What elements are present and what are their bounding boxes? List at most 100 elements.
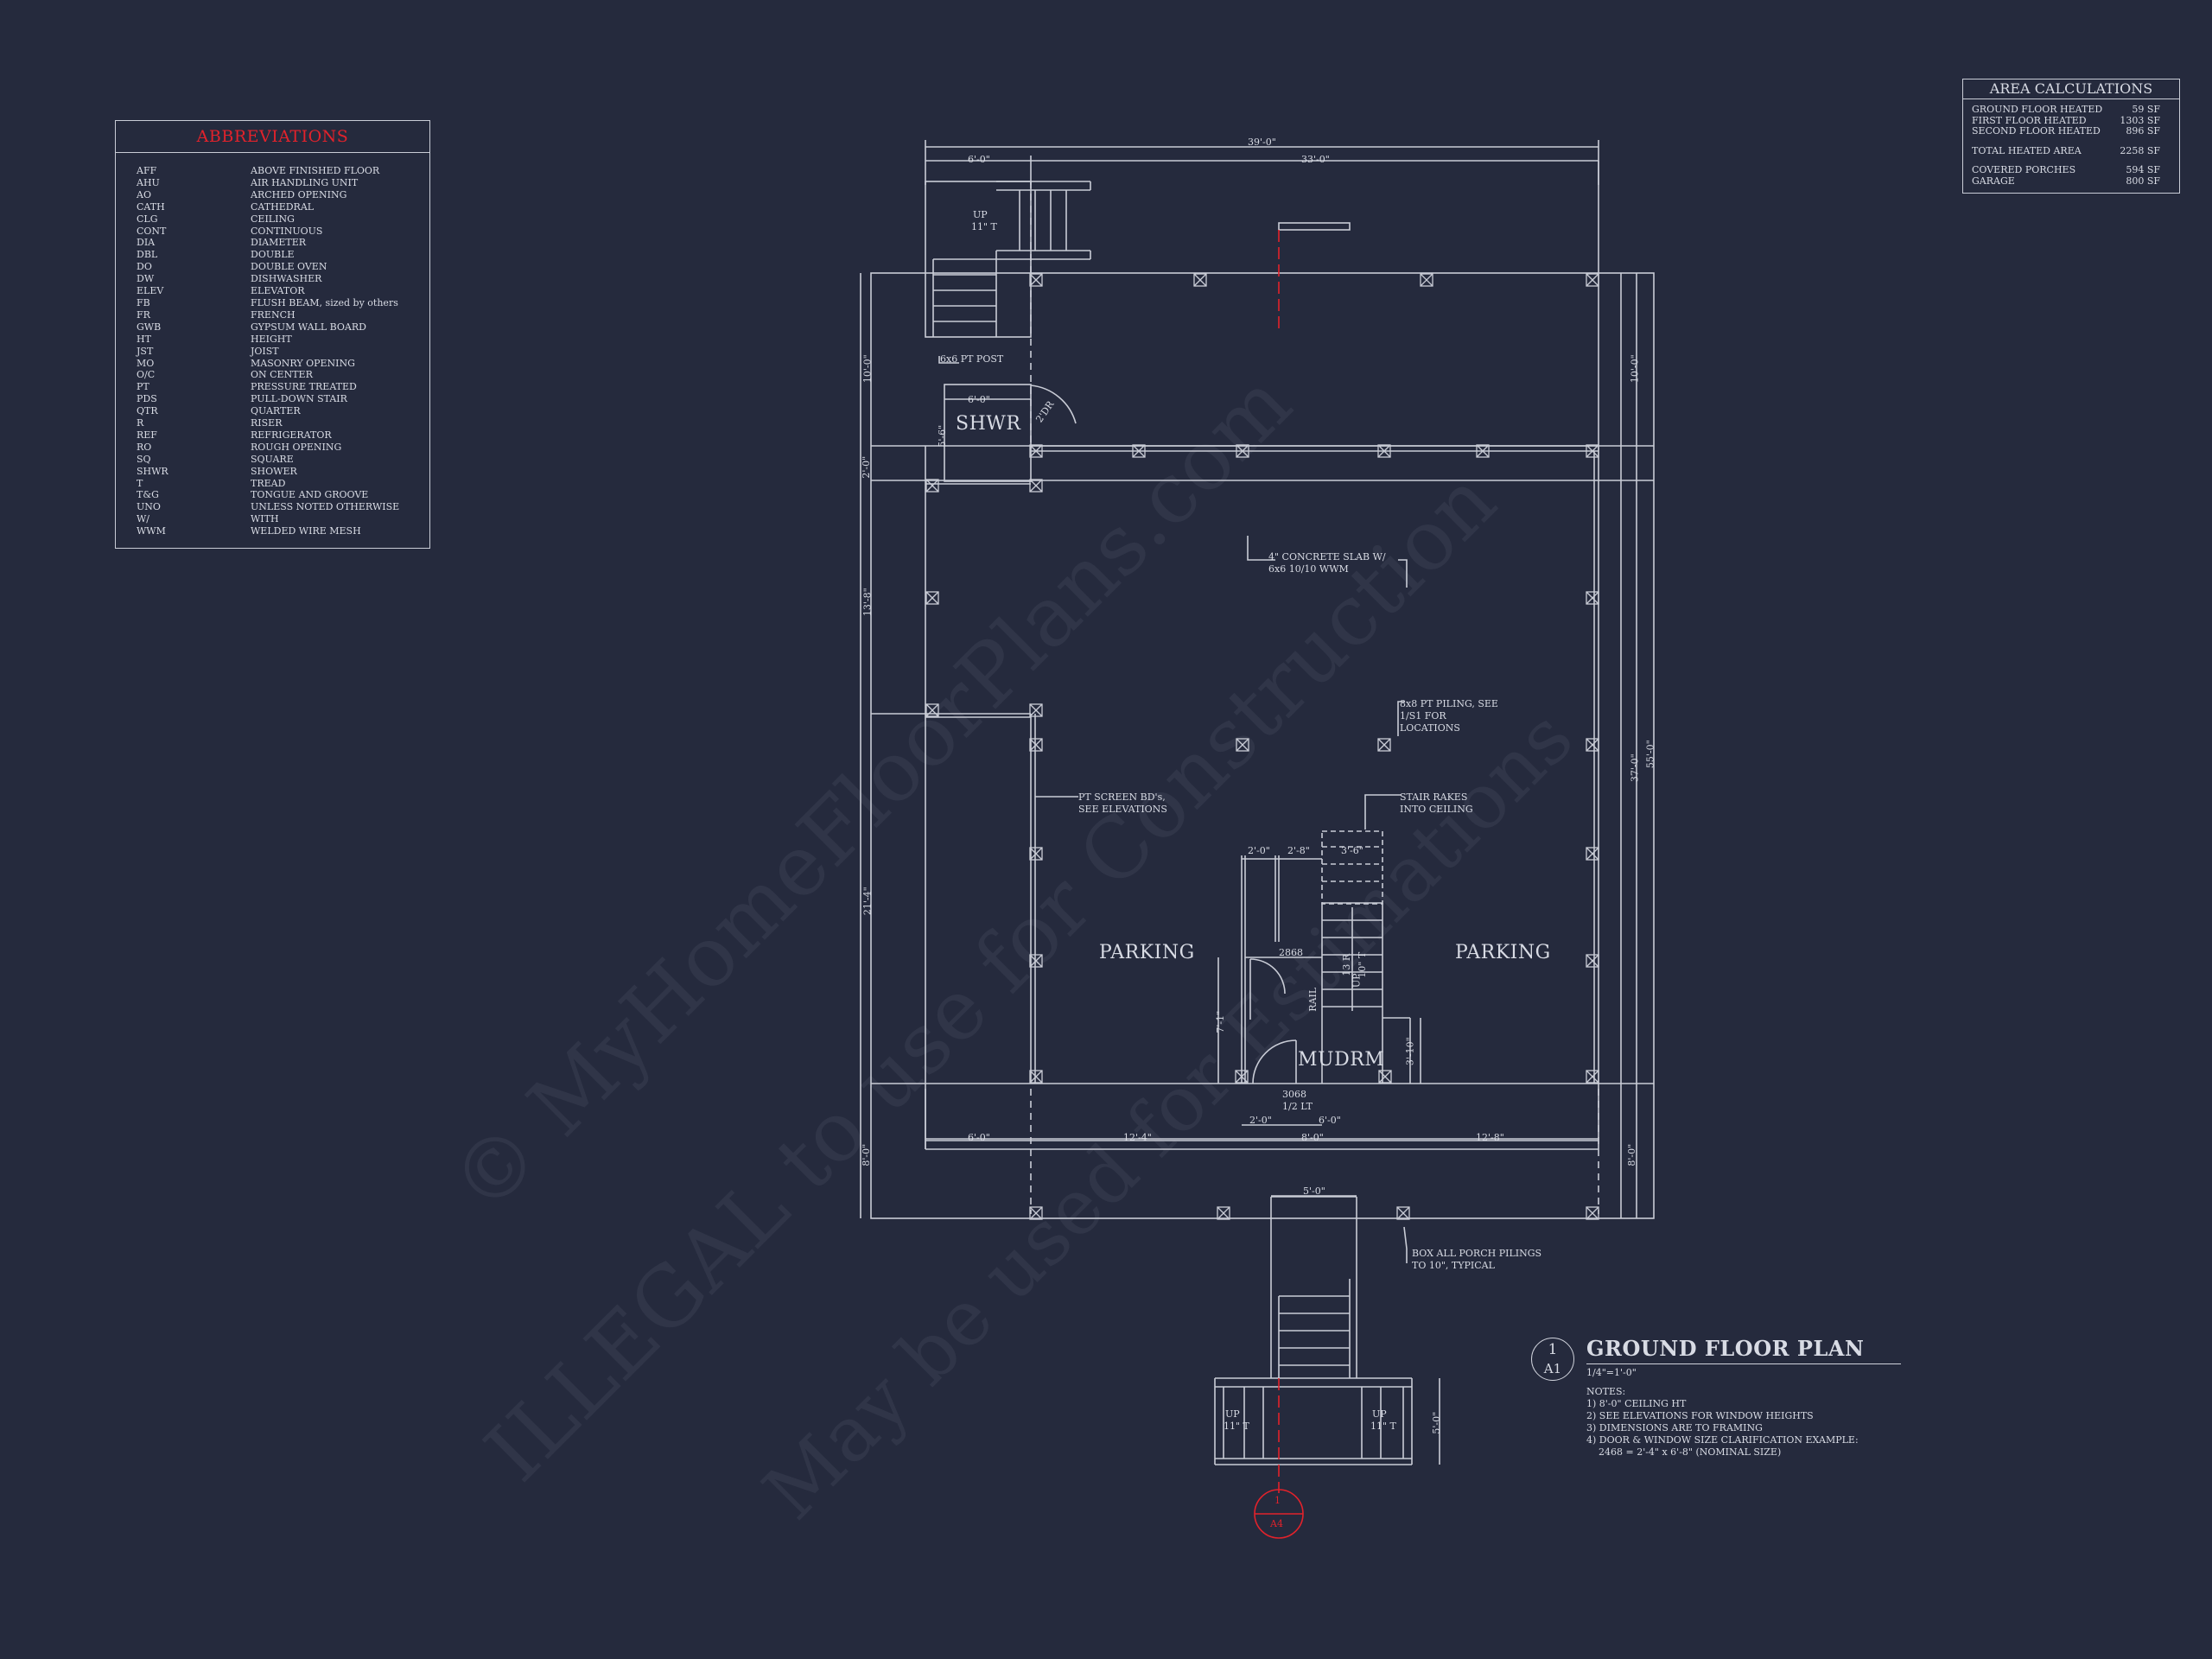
abbreviation-code: R — [137, 417, 144, 429]
abbreviation-code: DW — [137, 273, 155, 285]
dim-mud-height: 7'-1" — [1215, 1010, 1227, 1033]
abbreviation-code: T&G — [137, 489, 159, 501]
note-entry-up-left: UP — [1225, 1408, 1240, 1420]
drawing-note: 3) DIMENSIONS ARE TO FRAMING — [1586, 1422, 1763, 1433]
area-value: 1303 SF — [2120, 114, 2160, 126]
abbreviation-meaning: AIR HANDLING UNIT — [251, 176, 359, 188]
abbreviation-meaning: ROUGH OPENING — [251, 441, 342, 453]
abbreviation-meaning: WITH — [251, 513, 279, 525]
area-value: 896 SF — [2126, 125, 2160, 137]
abbreviation-meaning: ARCHED OPENING — [251, 188, 347, 200]
area-calculations-title: AREA CALCULATIONS — [1963, 79, 2179, 99]
dim-right-3: 8'-0" — [1626, 1143, 1638, 1166]
dim-bottom-2: 12'-4" — [1123, 1132, 1152, 1143]
piling-post-marker — [1586, 1206, 1599, 1220]
piling-post-marker — [1217, 1206, 1230, 1220]
abbreviation-meaning: CEILING — [251, 213, 295, 225]
piling-post-marker — [1132, 444, 1146, 458]
note-entry-treads-left: 11" T — [1224, 1421, 1249, 1432]
abbreviation-code: CATH — [137, 200, 165, 213]
note-piling-2: 1/S1 FOR — [1400, 710, 1446, 721]
note-entry-up-right: UP — [1372, 1408, 1387, 1420]
area-value: 594 SF — [2126, 164, 2160, 175]
dim-bottom-1: 6'-0" — [968, 1132, 990, 1143]
abbreviation-meaning: DIAMETER — [251, 237, 307, 249]
abbreviation-meaning: ON CENTER — [251, 369, 313, 381]
dim-right-overall: 55'-0" — [1644, 740, 1656, 769]
abbreviation-code: SHWR — [137, 465, 168, 477]
abbreviation-meaning: FLUSH BEAM, sized by others — [251, 296, 398, 308]
abbreviation-meaning: FRENCH — [251, 308, 296, 321]
piling-post-marker — [1396, 1206, 1410, 1220]
drawing-note: 2) SEE ELEVATIONS FOR WINDOW HEIGHTS — [1586, 1410, 1814, 1421]
piling-post-marker — [925, 479, 939, 493]
dim-left-4: 21'-4" — [861, 887, 874, 916]
abbreviation-meaning: HEIGHT — [251, 333, 292, 345]
abbreviation-code: DIA — [137, 237, 156, 249]
piling-post-marker — [1236, 738, 1249, 752]
abbreviation-code: CONT — [137, 225, 167, 237]
abbreviation-meaning: REFRIGERATOR — [251, 429, 332, 441]
abbreviation-code: W/ — [137, 513, 150, 525]
piling-post-marker — [1586, 738, 1599, 752]
area-label: FIRST FLOOR HEATED — [1972, 114, 2087, 126]
abbreviation-row: RO ROUGH OPENING — [137, 442, 429, 454]
piling-post-marker — [925, 703, 939, 717]
abbreviation-meaning: CATHEDRAL — [251, 200, 315, 213]
note-slab-2: 6x6 10/10 WWM — [1268, 563, 1349, 575]
dim-entry-w: 5'-0" — [1303, 1185, 1325, 1197]
title-block-number: 1 — [1548, 1341, 1558, 1358]
room-label-parking-right: PARKING — [1455, 942, 1551, 963]
area-label: SECOND FLOOR HEATED — [1972, 125, 2101, 137]
abbreviation-code: GWB — [137, 321, 162, 333]
piling-post-marker — [1377, 444, 1391, 458]
piling-post-marker — [1029, 847, 1043, 861]
piling-post-marker — [1378, 1070, 1392, 1084]
piling-post-marker — [925, 591, 939, 605]
piling-post-marker — [1420, 273, 1433, 287]
abbreviation-code: AHU — [137, 176, 160, 188]
abbreviation-meaning: WELDED WIRE MESH — [251, 525, 361, 537]
title-block-circle — [1531, 1338, 1574, 1381]
piling-post-marker — [1029, 479, 1043, 493]
piling-posts — [925, 273, 1599, 1220]
abbreviation-meaning: SQUARE — [251, 453, 294, 465]
piling-post-marker — [1586, 847, 1599, 861]
dim-mud-w1: 2'-0" — [1248, 845, 1270, 856]
abbreviation-code: WWM — [137, 525, 166, 537]
note-piling-1: 8x8 PT PILING, SEE — [1400, 698, 1498, 709]
note-screen-2: SEE ELEVATIONS — [1078, 804, 1167, 815]
area-value: 800 SF — [2126, 175, 2160, 187]
abbreviation-meaning: JOIST — [251, 345, 279, 357]
note-piling-3: LOCATIONS — [1400, 722, 1460, 734]
abbreviation-code: RO — [137, 441, 152, 453]
abbreviation-meaning: ELEVATOR — [251, 285, 305, 297]
title-block-sheet: A1 — [1543, 1361, 1562, 1376]
note-box-pilings-2: TO 10", TYPICAL — [1412, 1260, 1495, 1271]
abbreviation-meaning: QUARTER — [251, 405, 301, 417]
note-box-pilings-1: BOX ALL PORCH PILINGS — [1412, 1248, 1542, 1259]
note-top-stair-up: UP — [973, 209, 988, 220]
abbreviation-meaning: SHOWER — [251, 465, 297, 477]
abbreviation-meaning: GYPSUM WALL BOARD — [251, 321, 366, 333]
section-marker-sheet: A4 — [1270, 1518, 1283, 1529]
abbreviation-code: PT — [137, 381, 149, 393]
drawing-note: 2468 = 2'-4" x 6'-8" (NOMINAL SIZE) — [1586, 1446, 1782, 1458]
dim-mud-height-2: 3'-10" — [1404, 1037, 1416, 1066]
dim-shower-height: 5'-6" — [937, 424, 949, 448]
abbreviation-row: CATH CATHEDRAL — [137, 201, 429, 213]
